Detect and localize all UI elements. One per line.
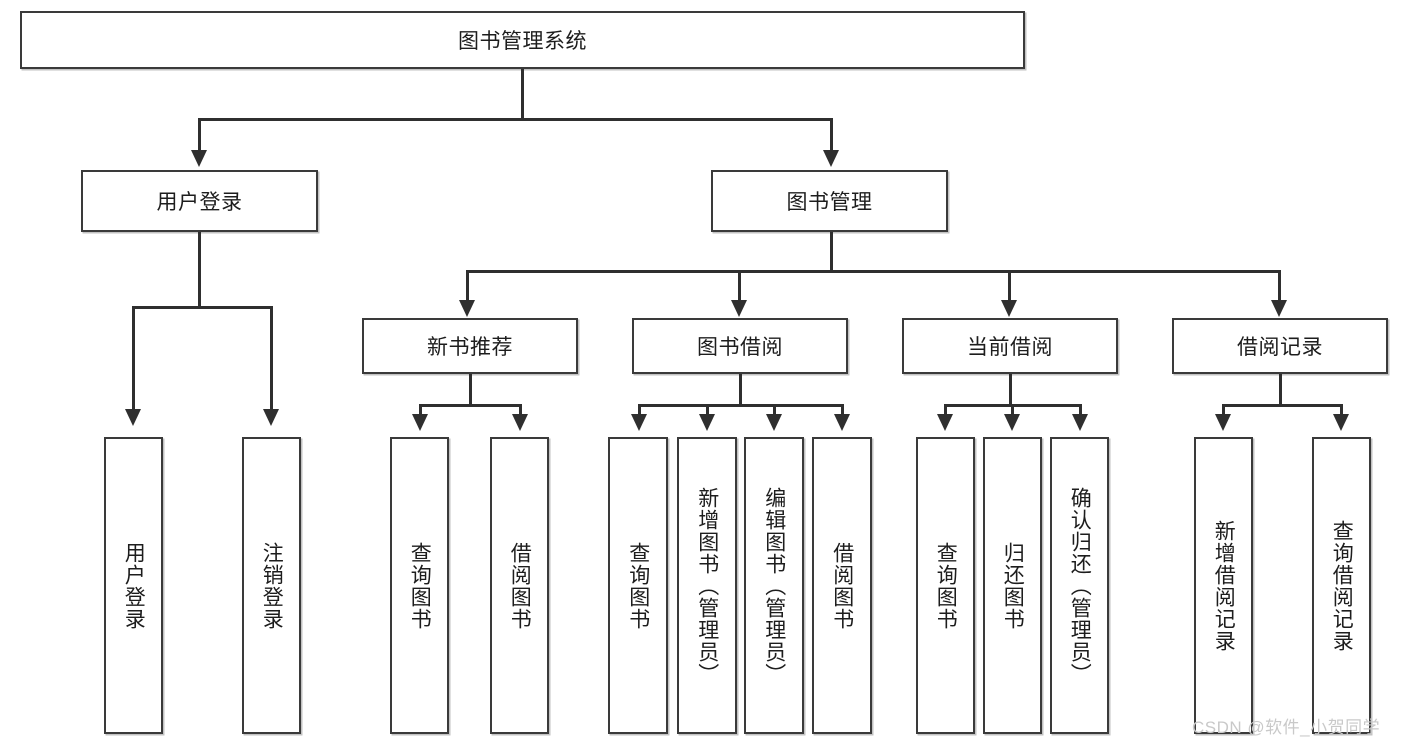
node-leaf-return-book-label: 归还图书 [1001, 541, 1025, 630]
edge-cb-drop-2 [1011, 404, 1014, 416]
csdn-watermark: CSDN @软件_小贺同学 [1192, 718, 1381, 737]
edge-bb-drop-2 [706, 404, 709, 416]
node-new-book-recommend[interactable]: 新书推荐 [362, 318, 578, 374]
node-user-login-label: 用户登录 [156, 191, 243, 214]
node-user-login[interactable]: 用户登录 [81, 170, 318, 232]
arrowhead-leaf-borrow-book-1 [512, 414, 528, 431]
edge-bb-drop-3 [773, 404, 776, 416]
arrowhead-user-login [191, 150, 207, 167]
edge-nbr-drop-1 [419, 404, 422, 416]
node-book-manage-label: 图书管理 [786, 191, 873, 214]
edge-borrow-record-stem [1279, 374, 1282, 406]
arrowhead-leaf-logout [263, 409, 279, 426]
node-leaf-user-login[interactable]: 用户登录 [104, 437, 163, 734]
edge-book-borrow-bus [638, 404, 843, 407]
edge-to-current-borrow [1008, 270, 1011, 302]
node-borrow-record-label: 借阅记录 [1237, 336, 1323, 359]
edge-root-to-user-login [198, 118, 201, 152]
edge-br-drop-2 [1340, 404, 1343, 416]
edge-br-drop-1 [1222, 404, 1225, 416]
arrowhead-book-borrow [731, 300, 747, 317]
node-leaf-edit-book[interactable]: 编辑图书（管理员） [744, 437, 804, 734]
edge-book-manage-stem [830, 232, 833, 272]
edge-book-borrow-stem [739, 374, 742, 406]
node-leaf-query-book-2[interactable]: 查询图书 [608, 437, 668, 734]
node-book-borrow-label: 图书借阅 [697, 336, 783, 359]
edge-current-borrow-stem [1009, 374, 1012, 406]
arrowhead-leaf-add-record [1215, 414, 1231, 431]
node-leaf-borrow-book-2[interactable]: 借阅图书 [812, 437, 872, 734]
arrowhead-leaf-return-book [1004, 414, 1020, 431]
node-root[interactable]: 图书管理系统 [20, 11, 1025, 69]
edge-user-login-stem [198, 232, 201, 308]
edge-new-book-recommend-stem [469, 374, 472, 406]
arrowhead-leaf-add-book [699, 414, 715, 431]
arrowhead-leaf-query-record [1333, 414, 1349, 431]
node-leaf-confirm-return-label: 确认归还（管理员） [1068, 486, 1092, 685]
edge-book-manage-bus [466, 270, 1280, 273]
arrowhead-leaf-query-book-1 [412, 414, 428, 431]
edge-root-stem [521, 69, 524, 119]
node-leaf-borrow-book-1[interactable]: 借阅图书 [490, 437, 549, 734]
node-leaf-logout-label: 注销登录 [260, 541, 284, 630]
arrowhead-leaf-edit-book [766, 414, 782, 431]
edge-nbr-drop-2 [519, 404, 522, 416]
node-new-book-recommend-label: 新书推荐 [427, 336, 513, 359]
node-borrow-record[interactable]: 借阅记录 [1172, 318, 1388, 374]
node-leaf-return-book[interactable]: 归还图书 [983, 437, 1042, 734]
edge-to-borrow-record [1278, 270, 1281, 302]
node-book-borrow[interactable]: 图书借阅 [632, 318, 848, 374]
arrowhead-leaf-query-book-2 [631, 414, 647, 431]
node-book-manage[interactable]: 图书管理 [711, 170, 948, 232]
edge-bb-drop-4 [841, 404, 844, 416]
edge-to-book-borrow [738, 270, 741, 302]
arrowhead-leaf-query-book-3 [937, 414, 953, 431]
edge-user-login-drop-1 [132, 306, 135, 411]
node-leaf-query-book-3[interactable]: 查询图书 [916, 437, 975, 734]
arrowhead-leaf-borrow-book-2 [834, 414, 850, 431]
edge-user-login-bus [132, 306, 270, 309]
node-leaf-query-book-1[interactable]: 查询图书 [390, 437, 449, 734]
arrowhead-current-borrow [1001, 300, 1017, 317]
edge-borrow-record-bus [1222, 404, 1340, 407]
node-leaf-query-book-2-label: 查询图书 [626, 541, 650, 630]
node-leaf-borrow-book-2-label: 借阅图书 [830, 541, 854, 630]
edge-to-new-book-recommend [466, 270, 469, 302]
node-leaf-edit-book-label: 编辑图书（管理员） [762, 486, 786, 685]
node-leaf-query-book-3-label: 查询图书 [934, 541, 958, 630]
arrowhead-leaf-confirm-return [1072, 414, 1088, 431]
node-current-borrow[interactable]: 当前借阅 [902, 318, 1118, 374]
node-leaf-add-book[interactable]: 新增图书（管理员） [677, 437, 737, 734]
node-leaf-add-record[interactable]: 新增借阅记录 [1194, 437, 1253, 734]
edge-bb-drop-1 [638, 404, 641, 416]
node-leaf-add-record-label: 新增借阅记录 [1212, 519, 1236, 652]
arrowhead-book-manage [823, 150, 839, 167]
arrowhead-new-book-recommend [459, 300, 475, 317]
edge-new-book-recommend-bus [419, 404, 519, 407]
node-leaf-query-record-label: 查询借阅记录 [1330, 519, 1354, 652]
arrowhead-leaf-user-login [125, 409, 141, 426]
node-leaf-add-book-label: 新增图书（管理员） [695, 486, 719, 685]
edge-root-to-book-manage [830, 118, 833, 152]
node-leaf-borrow-book-1-label: 借阅图书 [508, 541, 532, 630]
edge-cb-drop-1 [944, 404, 947, 416]
edge-user-login-drop-2 [270, 306, 273, 411]
edge-root-bus [198, 118, 832, 121]
node-leaf-query-book-1-label: 查询图书 [408, 541, 432, 630]
node-leaf-logout[interactable]: 注销登录 [242, 437, 301, 734]
edge-cb-drop-3 [1079, 404, 1082, 416]
node-root-label: 图书管理系统 [458, 30, 587, 53]
node-current-borrow-label: 当前借阅 [967, 336, 1053, 359]
node-leaf-confirm-return[interactable]: 确认归还（管理员） [1050, 437, 1109, 734]
node-leaf-query-record[interactable]: 查询借阅记录 [1312, 437, 1371, 734]
node-leaf-user-login-label: 用户登录 [122, 541, 146, 630]
arrowhead-borrow-record [1271, 300, 1287, 317]
